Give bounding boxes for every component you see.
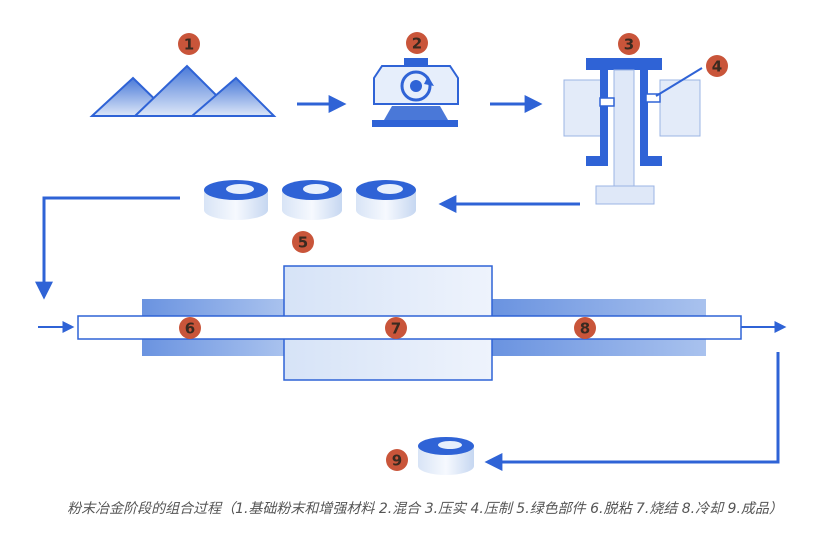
badge-2-label: 2 bbox=[412, 35, 422, 53]
punch-stem bbox=[613, 69, 635, 187]
base-powder-mounds bbox=[89, 64, 277, 117]
die-wall-right bbox=[640, 70, 648, 166]
cooling-zone-upper bbox=[492, 299, 706, 316]
badge-4-label: 4 bbox=[712, 58, 722, 76]
die-floor-right bbox=[640, 156, 662, 166]
badge-8: 8 bbox=[574, 317, 596, 339]
rotation-arrow-icon bbox=[424, 76, 434, 86]
cooling-zone-lower bbox=[492, 339, 706, 356]
mixer-legs bbox=[384, 106, 448, 120]
pointer-line-4 bbox=[655, 67, 703, 97]
badge-4: 4 bbox=[706, 55, 728, 77]
badge-6-label: 6 bbox=[185, 320, 195, 338]
pressing-slot bbox=[645, 93, 661, 103]
badge-6: 6 bbox=[179, 317, 201, 339]
die-wall-left bbox=[600, 70, 608, 166]
debinding-zone-lower bbox=[142, 339, 284, 356]
badge-5-label: 5 bbox=[298, 234, 308, 252]
badge-3: 3 bbox=[618, 33, 640, 55]
powder-charge bbox=[599, 97, 615, 107]
return-line-right bbox=[484, 352, 780, 471]
upper-punch-head bbox=[586, 58, 662, 70]
badge-1: 1 bbox=[178, 33, 200, 55]
green-part-2 bbox=[282, 180, 342, 220]
badge-5: 5 bbox=[292, 231, 314, 253]
die-block-right bbox=[659, 79, 701, 137]
mound-right bbox=[189, 76, 277, 117]
badge-3-label: 3 bbox=[624, 36, 634, 54]
compaction-press bbox=[563, 58, 703, 205]
sintering-furnace bbox=[77, 265, 742, 381]
lower-punch-foot bbox=[595, 185, 655, 205]
badge-7-label: 7 bbox=[391, 320, 401, 338]
die-block-left bbox=[563, 79, 603, 137]
green-parts bbox=[204, 180, 416, 220]
figure-caption: 粉末冶金阶段的组合过程（1.基础粉末和增强材料 2.混合 3.压实 4.压制 5… bbox=[67, 501, 783, 517]
green-part-3 bbox=[356, 180, 416, 220]
badge-9-label: 9 bbox=[392, 452, 402, 470]
finished-part bbox=[418, 437, 474, 475]
return-line-left bbox=[35, 196, 180, 300]
badge-8-label: 8 bbox=[580, 320, 590, 338]
mixer-rotation-ring bbox=[400, 70, 432, 102]
mixer-center bbox=[410, 80, 422, 92]
debinding-zone-upper bbox=[142, 299, 284, 316]
green-part-1 bbox=[204, 180, 268, 220]
badge-2: 2 bbox=[406, 32, 428, 54]
mixer-top-cap bbox=[404, 58, 428, 66]
die-floor-left bbox=[586, 156, 608, 166]
badge-7: 7 bbox=[385, 317, 407, 339]
badge-1-label: 1 bbox=[184, 36, 194, 54]
mixer-base bbox=[372, 120, 458, 127]
conveyor-belt bbox=[77, 315, 742, 340]
mixer-machine bbox=[372, 58, 459, 127]
badge-9: 9 bbox=[386, 449, 408, 471]
